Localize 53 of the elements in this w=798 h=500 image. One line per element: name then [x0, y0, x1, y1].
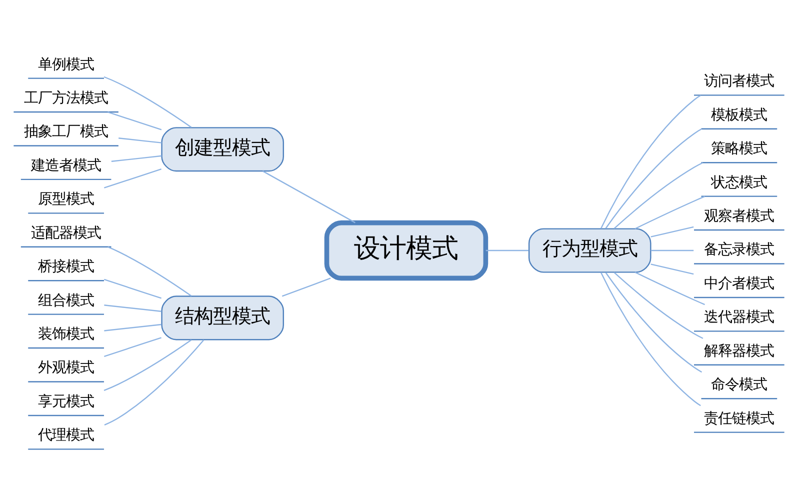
connector	[118, 137, 162, 143]
node-text: 适配器模式	[31, 224, 102, 241]
node-text: 原型模式	[38, 191, 94, 208]
node-text: 责任链模式	[704, 410, 774, 426]
connector	[108, 246, 192, 296]
node-text: 建造者模式	[31, 157, 102, 174]
connector	[104, 168, 162, 188]
node-text: 策略模式	[711, 140, 768, 157]
connector	[282, 277, 331, 296]
connector	[600, 94, 701, 228]
connector	[605, 128, 702, 228]
node-text: 模板模式	[711, 106, 768, 123]
node-text: 抽象工厂模式	[24, 124, 108, 140]
node-text: 单例模式	[38, 56, 94, 72]
node-text: 享元模式	[38, 393, 94, 410]
connector	[634, 195, 705, 229]
node-text: 中介者模式	[704, 275, 774, 292]
node-text: 桥接模式	[38, 258, 94, 275]
connector	[600, 272, 701, 406]
connector	[104, 76, 192, 128]
node-box: 行为型模式	[528, 228, 652, 272]
connector	[614, 162, 704, 229]
node-text: 状态模式	[711, 174, 768, 190]
node-text: 装饰模式	[38, 326, 94, 342]
node-text: 访问者模式	[704, 73, 774, 90]
node-box: 结构型模式	[161, 295, 284, 340]
node-text: 组合模式	[38, 292, 94, 308]
connector	[262, 170, 356, 223]
connector	[650, 226, 694, 237]
connector	[605, 272, 702, 372]
connector	[104, 338, 204, 425]
node-text: 代理模式	[38, 427, 94, 444]
node-text: 迭代器模式	[704, 309, 774, 326]
node-text: 备忘录模式	[704, 242, 774, 258]
node-box: 设计模式	[324, 220, 488, 280]
connector	[634, 271, 705, 305]
node-text: 命令模式	[711, 376, 768, 393]
connector	[104, 338, 192, 390]
node-text: 工厂方法模式	[24, 90, 108, 106]
node-box: 创建型模式	[161, 126, 284, 172]
connector	[650, 249, 694, 251]
node-text: 解释器模式	[704, 342, 774, 359]
connector	[104, 323, 162, 331]
connector	[650, 263, 694, 274]
connector	[104, 278, 162, 298]
connector	[104, 336, 162, 356]
node-text: 观察者模式	[704, 208, 774, 224]
connector	[486, 249, 529, 251]
connector	[104, 304, 162, 312]
connector	[614, 271, 704, 338]
node-text: 外观模式	[38, 360, 94, 376]
connector	[111, 154, 162, 162]
connector	[108, 111, 162, 130]
